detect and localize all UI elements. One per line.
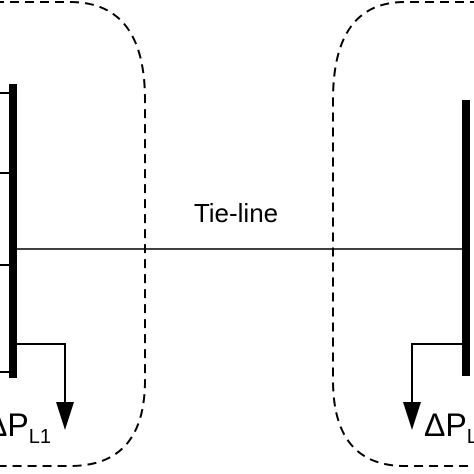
- right-area-boundary: [332, 1, 474, 467]
- right-load-delta: ΔP: [424, 407, 467, 443]
- left-load-subscript: L1: [29, 426, 51, 448]
- left-load-delta: ΔP: [0, 407, 29, 443]
- left-area-boundary: [0, 1, 146, 467]
- right-load-arrowhead: [403, 402, 421, 430]
- right-load-label: ΔPL2: [424, 407, 474, 448]
- right-load-subscript: L2: [467, 426, 474, 448]
- right-load-branch: [411, 343, 466, 402]
- tie-line-label: Tie-line: [194, 198, 278, 228]
- left-load-branch: [13, 343, 66, 402]
- left-load-label: ΔPL1: [0, 407, 51, 448]
- left-load-arrowhead: [56, 402, 74, 430]
